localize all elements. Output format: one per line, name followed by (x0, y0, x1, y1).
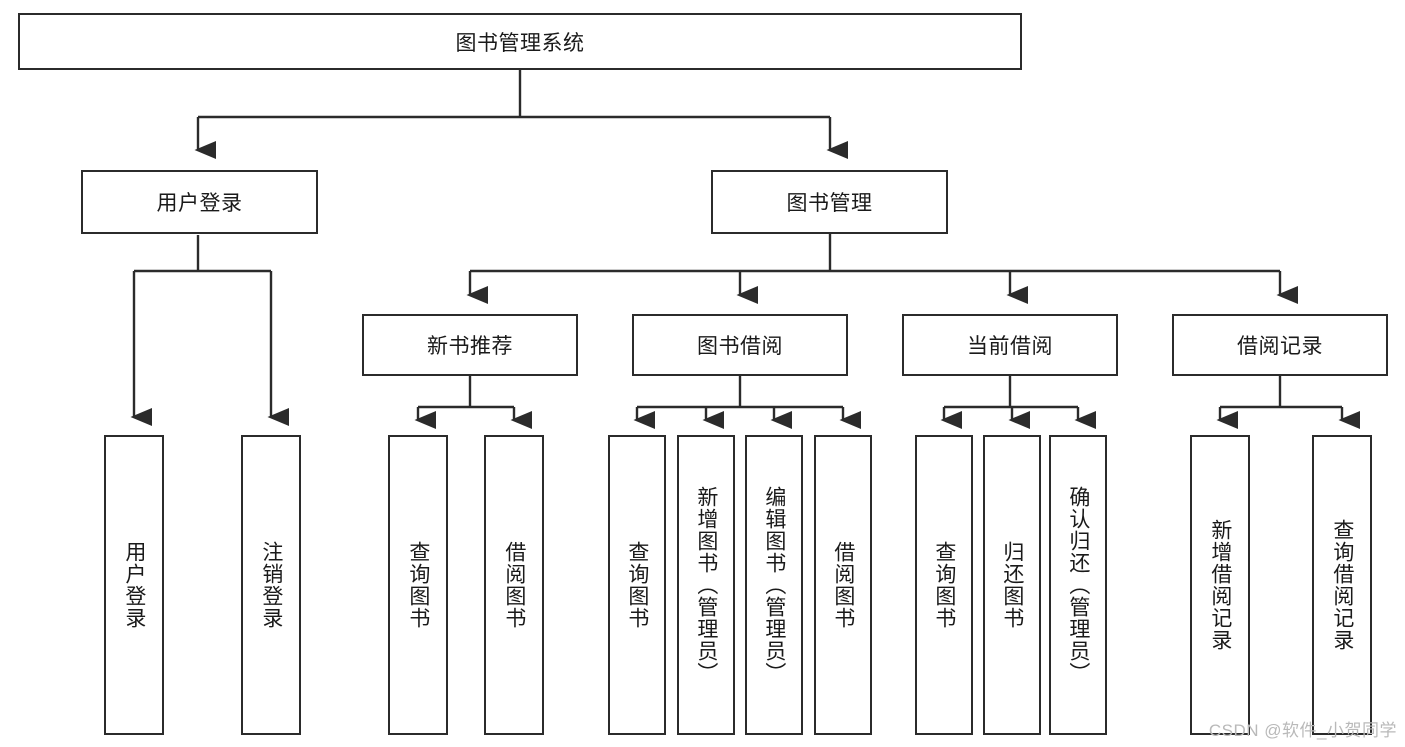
leaf-confirm-return-admin[interactable]: 确认归还（管理员） (1049, 435, 1107, 735)
node-new-book-recommend[interactable]: 新书推荐 (362, 314, 578, 376)
leaf-query-book-1-label: 查询图书 (406, 541, 430, 629)
node-book-manage-label: 图书管理 (786, 192, 873, 215)
node-root[interactable]: 图书管理系统 (18, 13, 1022, 70)
leaf-user-login-label: 用户登录 (122, 541, 146, 629)
leaf-query-borrow-record[interactable]: 查询借阅记录 (1312, 435, 1372, 735)
leaf-add-borrow-record[interactable]: 新增借阅记录 (1190, 435, 1250, 735)
node-book-borrow-label: 图书借阅 (697, 335, 783, 358)
leaf-query-book-2[interactable]: 查询图书 (608, 435, 666, 735)
leaf-logout-login-label: 注销登录 (259, 541, 283, 629)
leaf-user-login[interactable]: 用户登录 (104, 435, 164, 735)
leaf-return-book[interactable]: 归还图书 (983, 435, 1041, 735)
node-borrow-record[interactable]: 借阅记录 (1172, 314, 1388, 376)
csdn-watermark: CSDN @软件_小贺同学 (1208, 721, 1397, 740)
leaf-borrow-book-2-label: 借阅图书 (831, 541, 855, 629)
leaf-query-book-2-label: 查询图书 (625, 541, 649, 629)
leaf-edit-book-admin-label: 编辑图书（管理员） (762, 486, 786, 684)
leaf-borrow-book-2[interactable]: 借阅图书 (814, 435, 872, 735)
leaf-confirm-return-admin-label: 确认归还（管理员） (1066, 486, 1090, 684)
leaf-borrow-book-1[interactable]: 借阅图书 (484, 435, 544, 735)
leaf-query-book-3-label: 查询图书 (932, 541, 956, 629)
node-user-login-label: 用户登录 (156, 192, 243, 215)
node-borrow-record-label: 借阅记录 (1237, 335, 1323, 358)
node-book-borrow[interactable]: 图书借阅 (632, 314, 848, 376)
node-book-manage[interactable]: 图书管理 (711, 170, 948, 234)
leaf-query-borrow-record-label: 查询借阅记录 (1330, 519, 1354, 651)
leaf-borrow-book-1-label: 借阅图书 (502, 541, 526, 629)
node-current-borrow-label: 当前借阅 (967, 335, 1053, 358)
node-current-borrow[interactable]: 当前借阅 (902, 314, 1118, 376)
leaf-edit-book-admin[interactable]: 编辑图书（管理员） (745, 435, 803, 735)
leaf-add-book-admin-label: 新增图书（管理员） (694, 486, 718, 684)
node-new-book-recommend-label: 新书推荐 (427, 335, 513, 358)
leaf-query-book-1[interactable]: 查询图书 (388, 435, 448, 735)
node-user-login[interactable]: 用户登录 (81, 170, 318, 234)
leaf-query-book-3[interactable]: 查询图书 (915, 435, 973, 735)
leaf-add-book-admin[interactable]: 新增图书（管理员） (677, 435, 735, 735)
leaf-logout-login[interactable]: 注销登录 (241, 435, 301, 735)
leaf-add-borrow-record-label: 新增借阅记录 (1208, 519, 1232, 651)
leaf-return-book-label: 归还图书 (1000, 541, 1024, 629)
node-root-label: 图书管理系统 (455, 31, 585, 55)
